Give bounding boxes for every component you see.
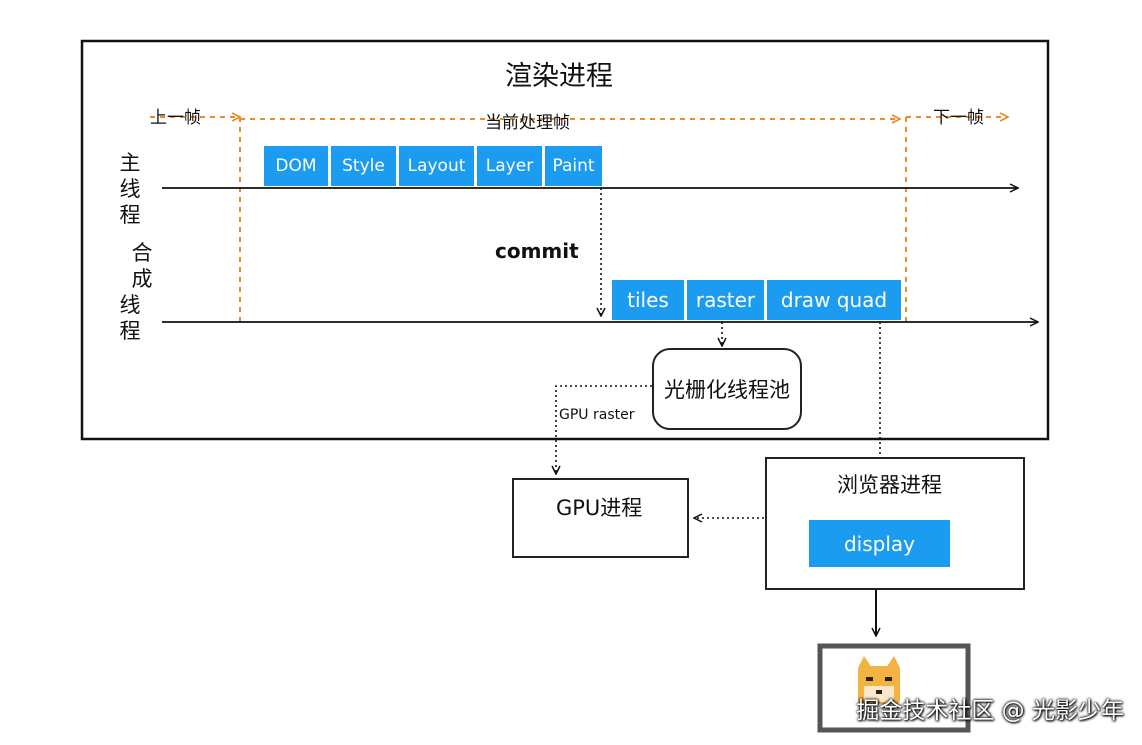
gpu-process-title: GPU进程 [556, 496, 643, 520]
compositor-thread-char: 程 [119, 319, 141, 343]
stage-tiles: tiles [612, 280, 684, 320]
display-block: display [809, 520, 950, 567]
renderer-process-frame [80, 39, 1050, 441]
watermark: 掘金技术社区 @ 光影少年 [856, 698, 1124, 724]
stage-layer: Layer [477, 146, 542, 186]
main-thread-label: 主 线 程 [117, 150, 143, 228]
main-thread-char: 程 [119, 203, 141, 227]
stage-layout: Layout [399, 146, 474, 186]
gpu-raster-label: GPU raster [559, 407, 635, 423]
stage-dom: DOM [264, 146, 328, 186]
commit-label: commit [495, 239, 579, 263]
compositor-thread-char: 线 [119, 293, 141, 317]
doge-face-icon [858, 656, 900, 704]
renderer-process-title: 渲染进程 [505, 61, 613, 92]
browser-process-title: 浏览器进程 [837, 473, 942, 497]
compositor-thread-char: 成 [131, 267, 153, 291]
compositor-thread-label: 合 成 线 程 [117, 240, 153, 344]
stage-raster: raster [687, 280, 764, 320]
frame-markers [150, 117, 1008, 322]
stage-style: Style [331, 146, 396, 186]
main-thread-char: 主 [119, 151, 141, 175]
raster-thread-pool: 光栅化线程池 [652, 348, 802, 430]
stage-draw-quad: draw quad [767, 280, 901, 320]
prev-frame-label: 上一帧 [150, 108, 201, 128]
gpu-process-box: GPU进程 [512, 478, 689, 558]
current-frame-label: 当前处理帧 [485, 113, 570, 133]
next-frame-label: 下一帧 [933, 108, 984, 128]
main-thread-char: 线 [119, 177, 141, 201]
stage-paint: Paint [545, 146, 602, 186]
compositor-thread-char: 合 [131, 241, 153, 265]
